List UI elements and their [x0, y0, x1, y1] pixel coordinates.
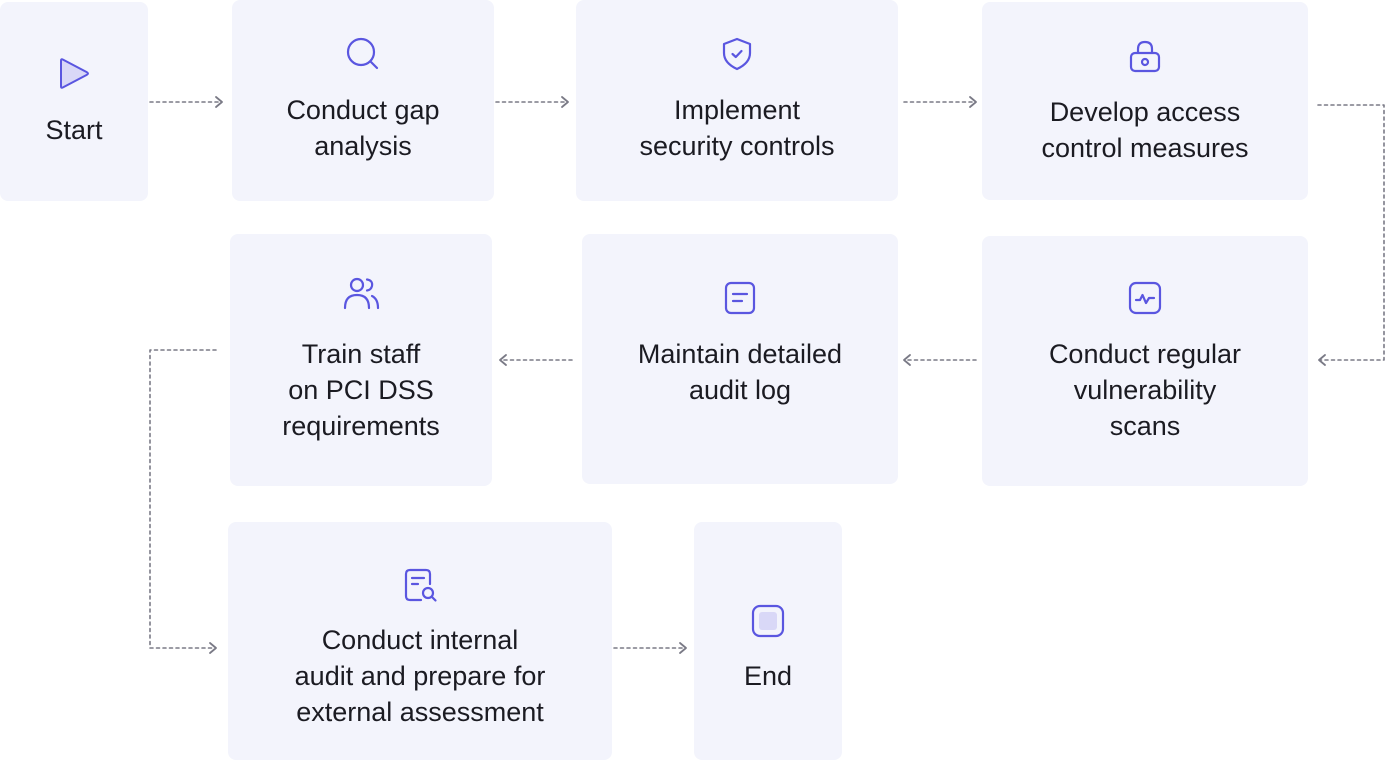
node-implement-security-controls-label: Implement security controls	[639, 95, 835, 161]
node-conduct-internal-audit[interactable]: Conduct internal audit and prepare for e…	[228, 522, 612, 760]
node-maintain-audit-log[interactable]: Maintain detailed audit log	[582, 234, 898, 484]
document-icon	[722, 280, 758, 316]
connector-access-to-scans	[1317, 104, 1385, 361]
node-develop-access-control-measures[interactable]: Develop access control measures	[982, 2, 1308, 200]
node-start-label: Start	[45, 115, 103, 145]
lock-icon	[1127, 38, 1163, 74]
arrowhead-access-to-scans	[1318, 354, 1326, 366]
arrowhead-implement-to-access	[969, 96, 977, 108]
shield-check-icon	[719, 36, 755, 72]
play-icon	[56, 56, 92, 92]
arrowhead-train-to-internal-audit	[209, 642, 217, 654]
arrowhead-internal-audit-to-end	[679, 642, 687, 654]
arrowhead-auditlog-to-train	[499, 354, 507, 366]
node-conduct-vulnerability-scans[interactable]: Conduct regular vulnerability scans	[982, 236, 1308, 486]
search-icon	[345, 36, 381, 72]
node-conduct-internal-audit-label: Conduct internal audit and prepare for e…	[294, 625, 546, 727]
activity-monitor-icon	[1127, 280, 1163, 316]
node-train-staff-label: Train staff on PCI DSS requirements	[282, 339, 440, 441]
node-develop-access-control-measures-label: Develop access control measures	[1041, 97, 1249, 163]
node-conduct-vulnerability-scans-label: Conduct regular vulnerability scans	[1048, 339, 1242, 441]
node-end[interactable]: End	[694, 522, 842, 760]
node-conduct-gap-analysis-label: Conduct gap analysis	[286, 95, 440, 161]
connector-train-to-internal-audit	[149, 349, 217, 649]
arrowhead-start-to-gap	[215, 96, 223, 108]
arrowhead-gap-to-implement	[561, 96, 569, 108]
stop-icon	[750, 603, 786, 639]
node-start[interactable]: Start	[0, 2, 148, 201]
node-conduct-gap-analysis[interactable]: Conduct gap analysis	[232, 0, 494, 201]
document-search-icon	[402, 567, 438, 603]
users-icon	[343, 276, 380, 312]
node-train-staff[interactable]: Train staff on PCI DSS requirements	[230, 234, 492, 486]
arrowhead-scans-to-auditlog	[903, 354, 911, 366]
node-maintain-audit-log-label: Maintain detailed audit log	[637, 339, 843, 405]
node-implement-security-controls[interactable]: Implement security controls	[576, 0, 898, 201]
node-end-label: End	[743, 661, 793, 691]
